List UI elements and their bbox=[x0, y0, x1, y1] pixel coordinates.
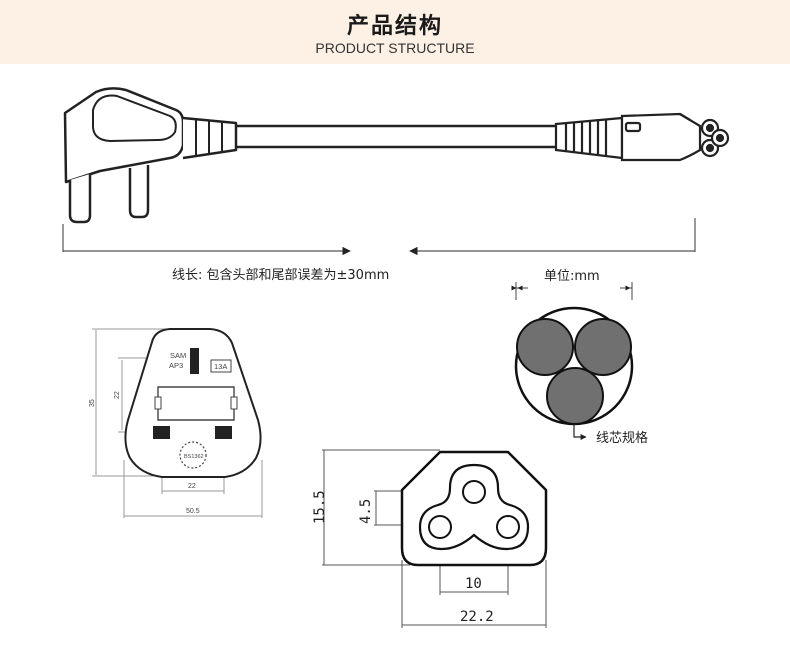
core-1 bbox=[516, 318, 574, 376]
fuse-clip-right bbox=[230, 396, 238, 410]
unit-label: 单位:mm bbox=[544, 269, 600, 284]
cable bbox=[236, 124, 560, 149]
plug-pins bbox=[68, 165, 150, 224]
cross-section-diagram: 单位:mm 线芯规格 bbox=[511, 269, 648, 446]
dim-connector-pin-spacing: 10 bbox=[465, 576, 482, 592]
page-title: 产品结构 bbox=[346, 14, 443, 39]
dim-height: 35 bbox=[89, 399, 96, 407]
dim-pin-spacing: 22 bbox=[188, 483, 196, 490]
cable-drawing: 线长: 包含头部和尾部误差为±30mm bbox=[62, 87, 730, 283]
dim-pin-length: 22 bbox=[114, 391, 121, 399]
fuse-clip-left bbox=[154, 396, 162, 410]
fuse-mark-text: BS1362 bbox=[184, 454, 204, 460]
socket-right bbox=[496, 515, 520, 539]
dim-connector-pitch: 4.5 bbox=[358, 499, 374, 524]
uk-plug-side-view bbox=[63, 87, 238, 184]
length-dimension bbox=[62, 218, 696, 256]
socket-top bbox=[462, 480, 486, 504]
plug-face-diagram: SAM AP3 13A BS1362 35 22 22 50.5 bbox=[89, 328, 263, 518]
c5-connector-side-view bbox=[554, 112, 730, 162]
core-2 bbox=[574, 318, 632, 376]
dim-width: 50.5 bbox=[186, 508, 200, 515]
rating-label: 13A bbox=[214, 362, 227, 371]
page-subtitle: PRODUCT STRUCTURE bbox=[315, 40, 475, 56]
neutral-pin bbox=[215, 426, 232, 439]
model-label: AP3 bbox=[169, 361, 183, 370]
cable-length-note: 线长: 包含头部和尾部误差为±30mm bbox=[172, 267, 389, 283]
socket-left bbox=[428, 515, 452, 539]
core-3 bbox=[546, 367, 604, 425]
live-pin bbox=[153, 426, 170, 439]
earth-pin bbox=[190, 348, 199, 374]
header-banner: 产品结构 PRODUCT STRUCTURE bbox=[0, 0, 790, 64]
dim-connector-height: 15.5 bbox=[312, 490, 328, 524]
core-spec-label: 线芯规格 bbox=[596, 430, 648, 446]
brand-label: SAM bbox=[170, 351, 186, 360]
connector-face-diagram: 15.5 4.5 10 22.2 bbox=[312, 449, 548, 628]
dim-connector-width: 22.2 bbox=[460, 609, 494, 625]
fuse-mark bbox=[179, 441, 207, 469]
rating-badge bbox=[210, 359, 232, 373]
